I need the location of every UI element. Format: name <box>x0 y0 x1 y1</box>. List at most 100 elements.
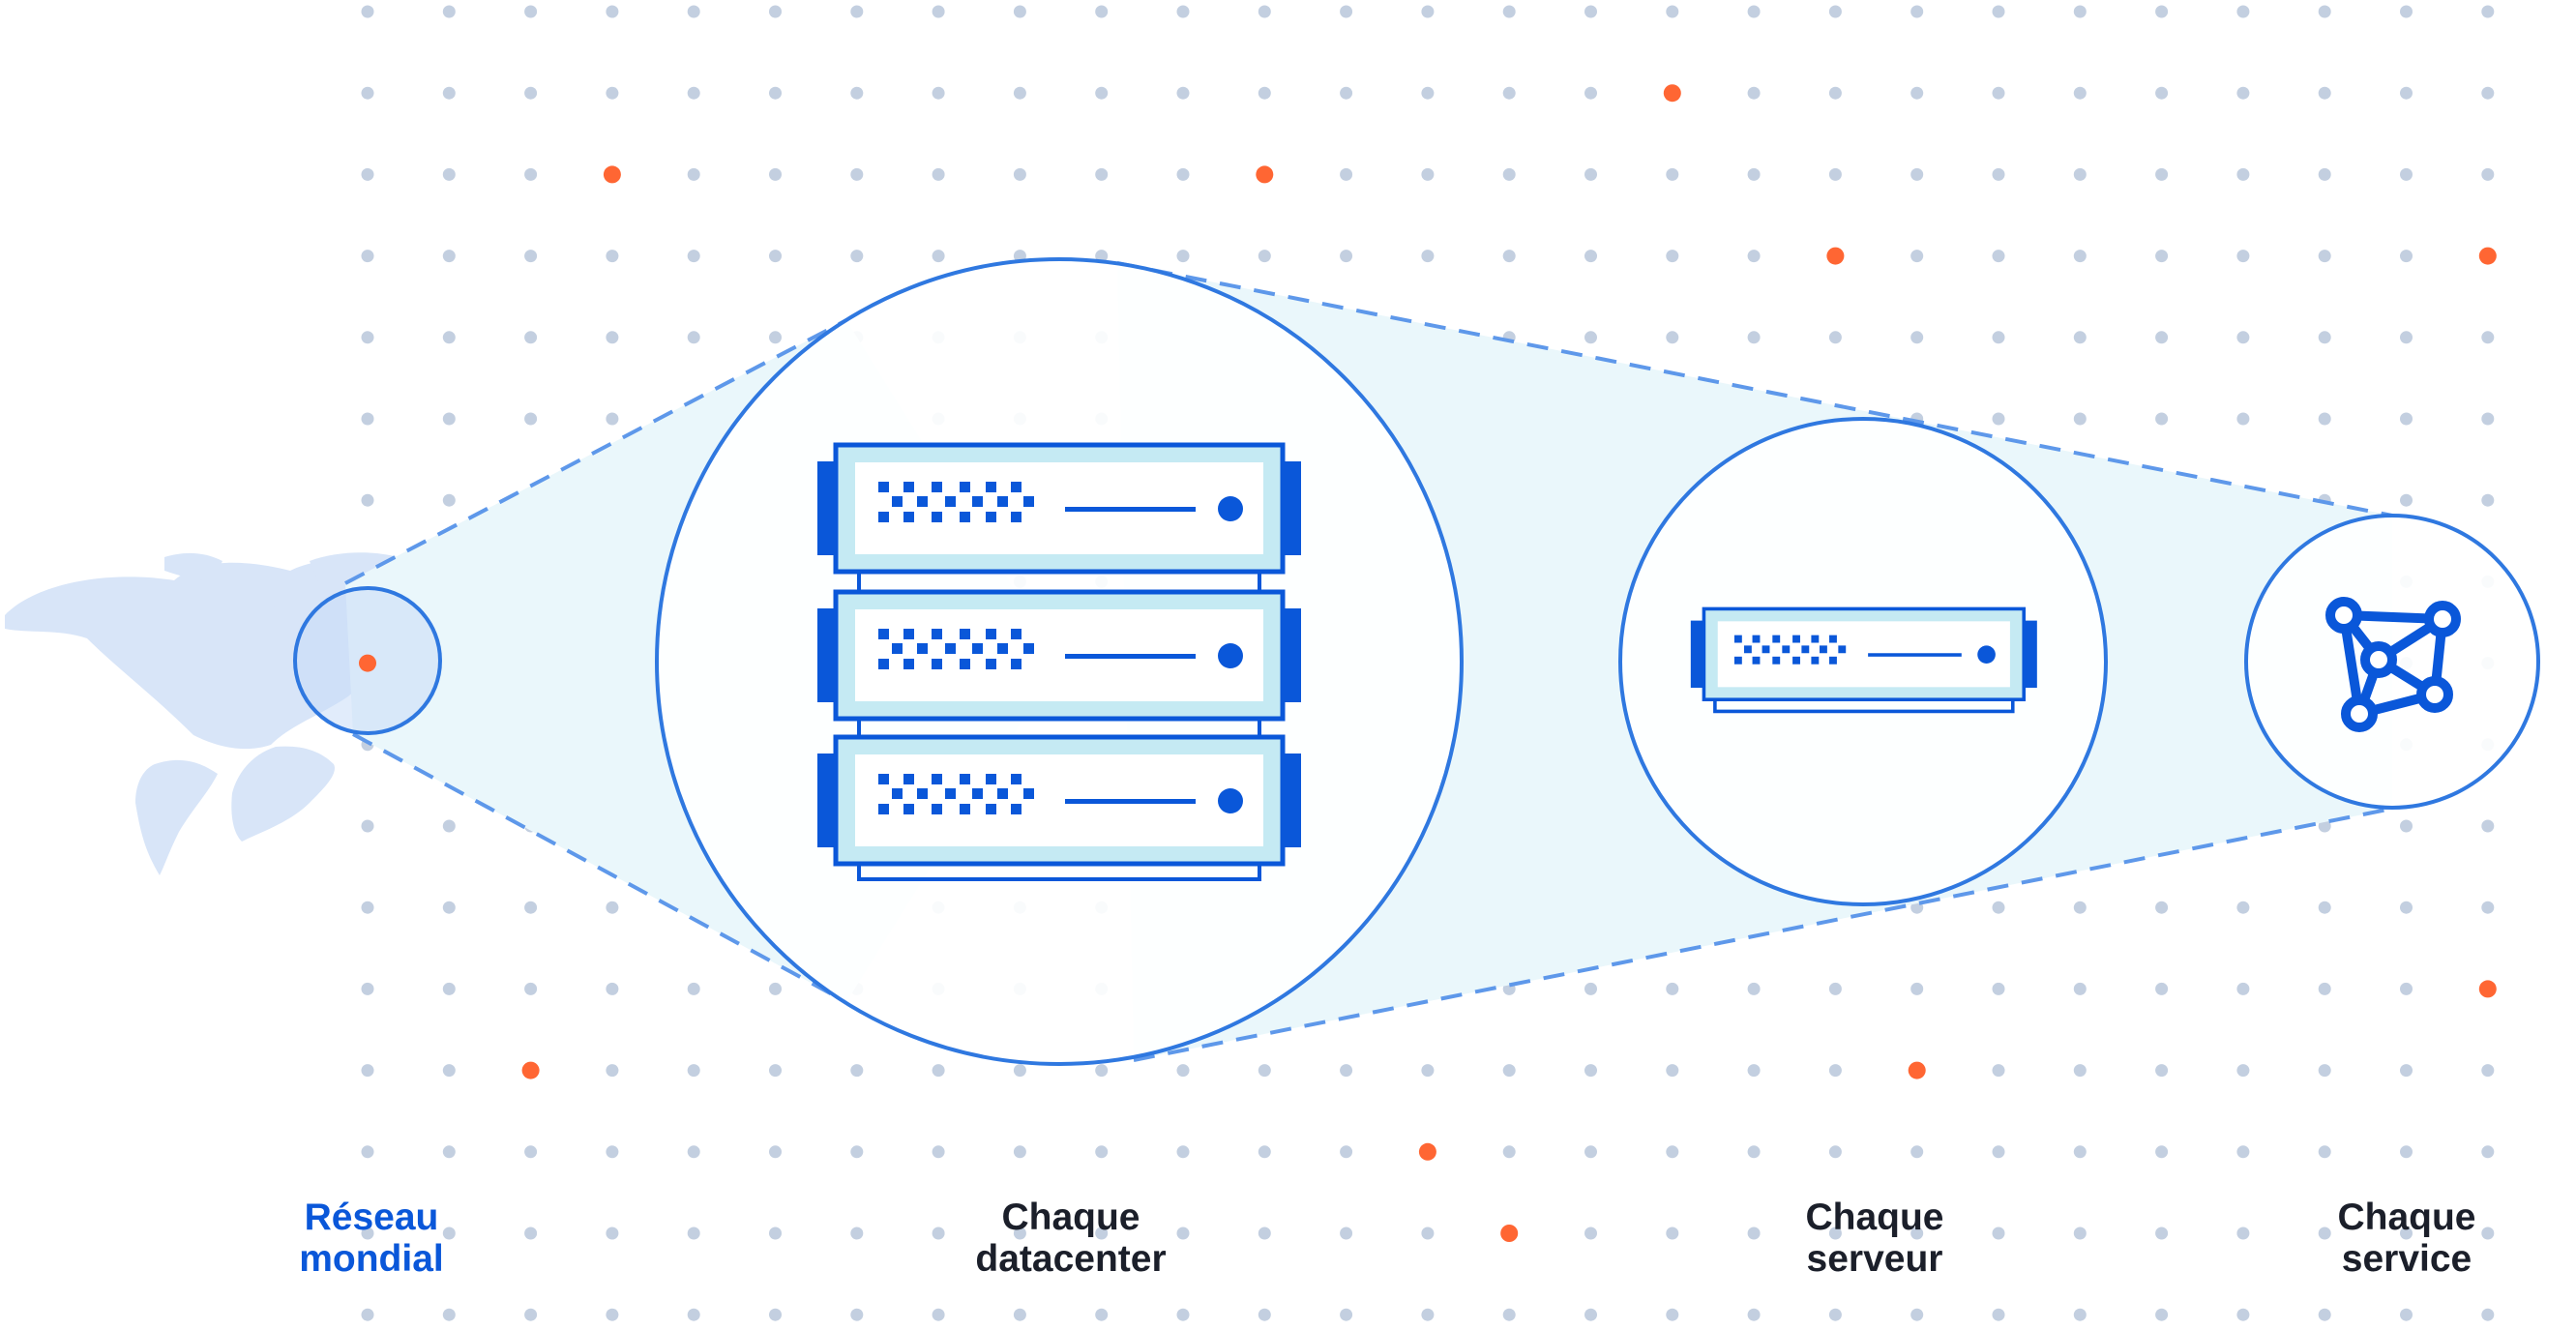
grid-dot <box>2481 819 2495 833</box>
label-line: Réseau <box>305 1197 439 1238</box>
grid-dot <box>1992 1308 2005 1321</box>
grid-dot <box>1176 86 1190 100</box>
grid-dot <box>2073 412 2087 426</box>
grid-dot <box>1910 331 1924 344</box>
grid-dot <box>2155 1227 2169 1240</box>
grid-dot <box>1340 86 1353 100</box>
grid-dot <box>606 250 619 263</box>
grid-dot <box>1992 412 2005 426</box>
grid-dot <box>769 1308 782 1321</box>
grid-dot <box>1747 5 1761 18</box>
grid-dot <box>2236 331 2250 344</box>
grid-dot <box>442 1064 456 1078</box>
grid-dot <box>2481 901 2495 914</box>
grid-dot <box>1584 331 1597 344</box>
grid-dot <box>524 1308 538 1321</box>
grid-dot <box>1666 982 1679 995</box>
grid-dot <box>2073 167 2087 181</box>
grid-dot <box>1584 1227 1597 1240</box>
grid-dot <box>2318 1064 2331 1078</box>
grid-dot <box>2318 412 2331 426</box>
grid-dot <box>2400 493 2413 507</box>
grid-dot <box>442 901 456 914</box>
grid-dot <box>1910 1227 1924 1240</box>
grid-dot <box>442 819 456 833</box>
highlight-dot <box>1663 84 1681 103</box>
grid-dot <box>1013 5 1026 18</box>
grid-dot <box>769 1227 782 1240</box>
grid-dot <box>1013 1227 1026 1240</box>
grid-dot <box>2318 901 2331 914</box>
grid-dot <box>1095 1227 1109 1240</box>
grid-dot <box>2073 1064 2087 1078</box>
grid-dot <box>1095 5 1109 18</box>
grid-dot <box>524 250 538 263</box>
grid-dot <box>2318 1227 2331 1240</box>
grid-dot <box>1340 167 1353 181</box>
grid-dot <box>1340 5 1353 18</box>
grid-dot <box>442 5 456 18</box>
grid-dot <box>2073 1145 2087 1159</box>
grid-dot <box>1421 5 1435 18</box>
grid-dot <box>769 167 782 181</box>
grid-dot <box>1013 1064 1026 1078</box>
grid-dot <box>687 5 700 18</box>
grid-dot <box>1828 331 1842 344</box>
grid-dot <box>2400 331 2413 344</box>
grid-dot <box>1258 1227 1271 1240</box>
grid-dot <box>2073 331 2087 344</box>
grid-dot <box>1910 1308 1924 1321</box>
grid-dot <box>1828 1064 1842 1078</box>
grid-dot <box>2400 167 2413 181</box>
grid-dot <box>361 982 374 995</box>
grid-dot <box>769 1145 782 1159</box>
grid-dot <box>524 412 538 426</box>
grid-dot <box>2481 412 2495 426</box>
grid-dot <box>1666 1145 1679 1159</box>
grid-dot <box>2236 1308 2250 1321</box>
grid-dot <box>1258 250 1271 263</box>
grid-dot <box>1828 5 1842 18</box>
grid-dot <box>1258 5 1271 18</box>
grid-dot <box>932 167 945 181</box>
grid-dot <box>932 86 945 100</box>
grid-dot <box>2155 250 2169 263</box>
label-line: service <box>2342 1238 2472 1280</box>
grid-dot <box>1176 250 1190 263</box>
grid-dot <box>361 901 374 914</box>
grid-dot <box>1666 1227 1679 1240</box>
grid-dot <box>361 331 374 344</box>
grid-dot <box>1584 167 1597 181</box>
grid-dot <box>1584 86 1597 100</box>
grid-dot <box>442 982 456 995</box>
grid-dot <box>2236 5 2250 18</box>
grid-dot <box>442 1227 456 1240</box>
grid-dot <box>1421 1227 1435 1240</box>
grid-dot <box>1095 250 1109 263</box>
grid-dot <box>1828 1227 1842 1240</box>
grid-dot <box>1666 1064 1679 1078</box>
grid-dot <box>2400 1227 2413 1240</box>
grid-dot <box>1992 901 2005 914</box>
grid-dot <box>1666 331 1679 344</box>
label-each-datacenter: Chaque datacenter <box>975 1197 1166 1280</box>
grid-dot <box>442 86 456 100</box>
grid-dot <box>1992 86 2005 100</box>
grid-dot <box>1340 250 1353 263</box>
grid-dot <box>2073 1308 2087 1321</box>
grid-dot <box>1747 982 1761 995</box>
grid-dot <box>1013 1308 1026 1321</box>
grid-dot <box>1502 1145 1516 1159</box>
grid-dot <box>932 1227 945 1240</box>
grid-dot <box>1340 1064 1353 1078</box>
label-line: Chaque <box>1001 1197 1140 1238</box>
grid-dot <box>2155 901 2169 914</box>
grid-dot <box>606 1145 619 1159</box>
grid-dot <box>1095 86 1109 100</box>
grid-dot <box>2155 167 2169 181</box>
label-line: datacenter <box>975 1238 1166 1280</box>
grid-dot <box>2318 819 2331 833</box>
grid-dot <box>1747 1227 1761 1240</box>
grid-dot <box>1828 1308 1842 1321</box>
grid-dot <box>1747 250 1761 263</box>
